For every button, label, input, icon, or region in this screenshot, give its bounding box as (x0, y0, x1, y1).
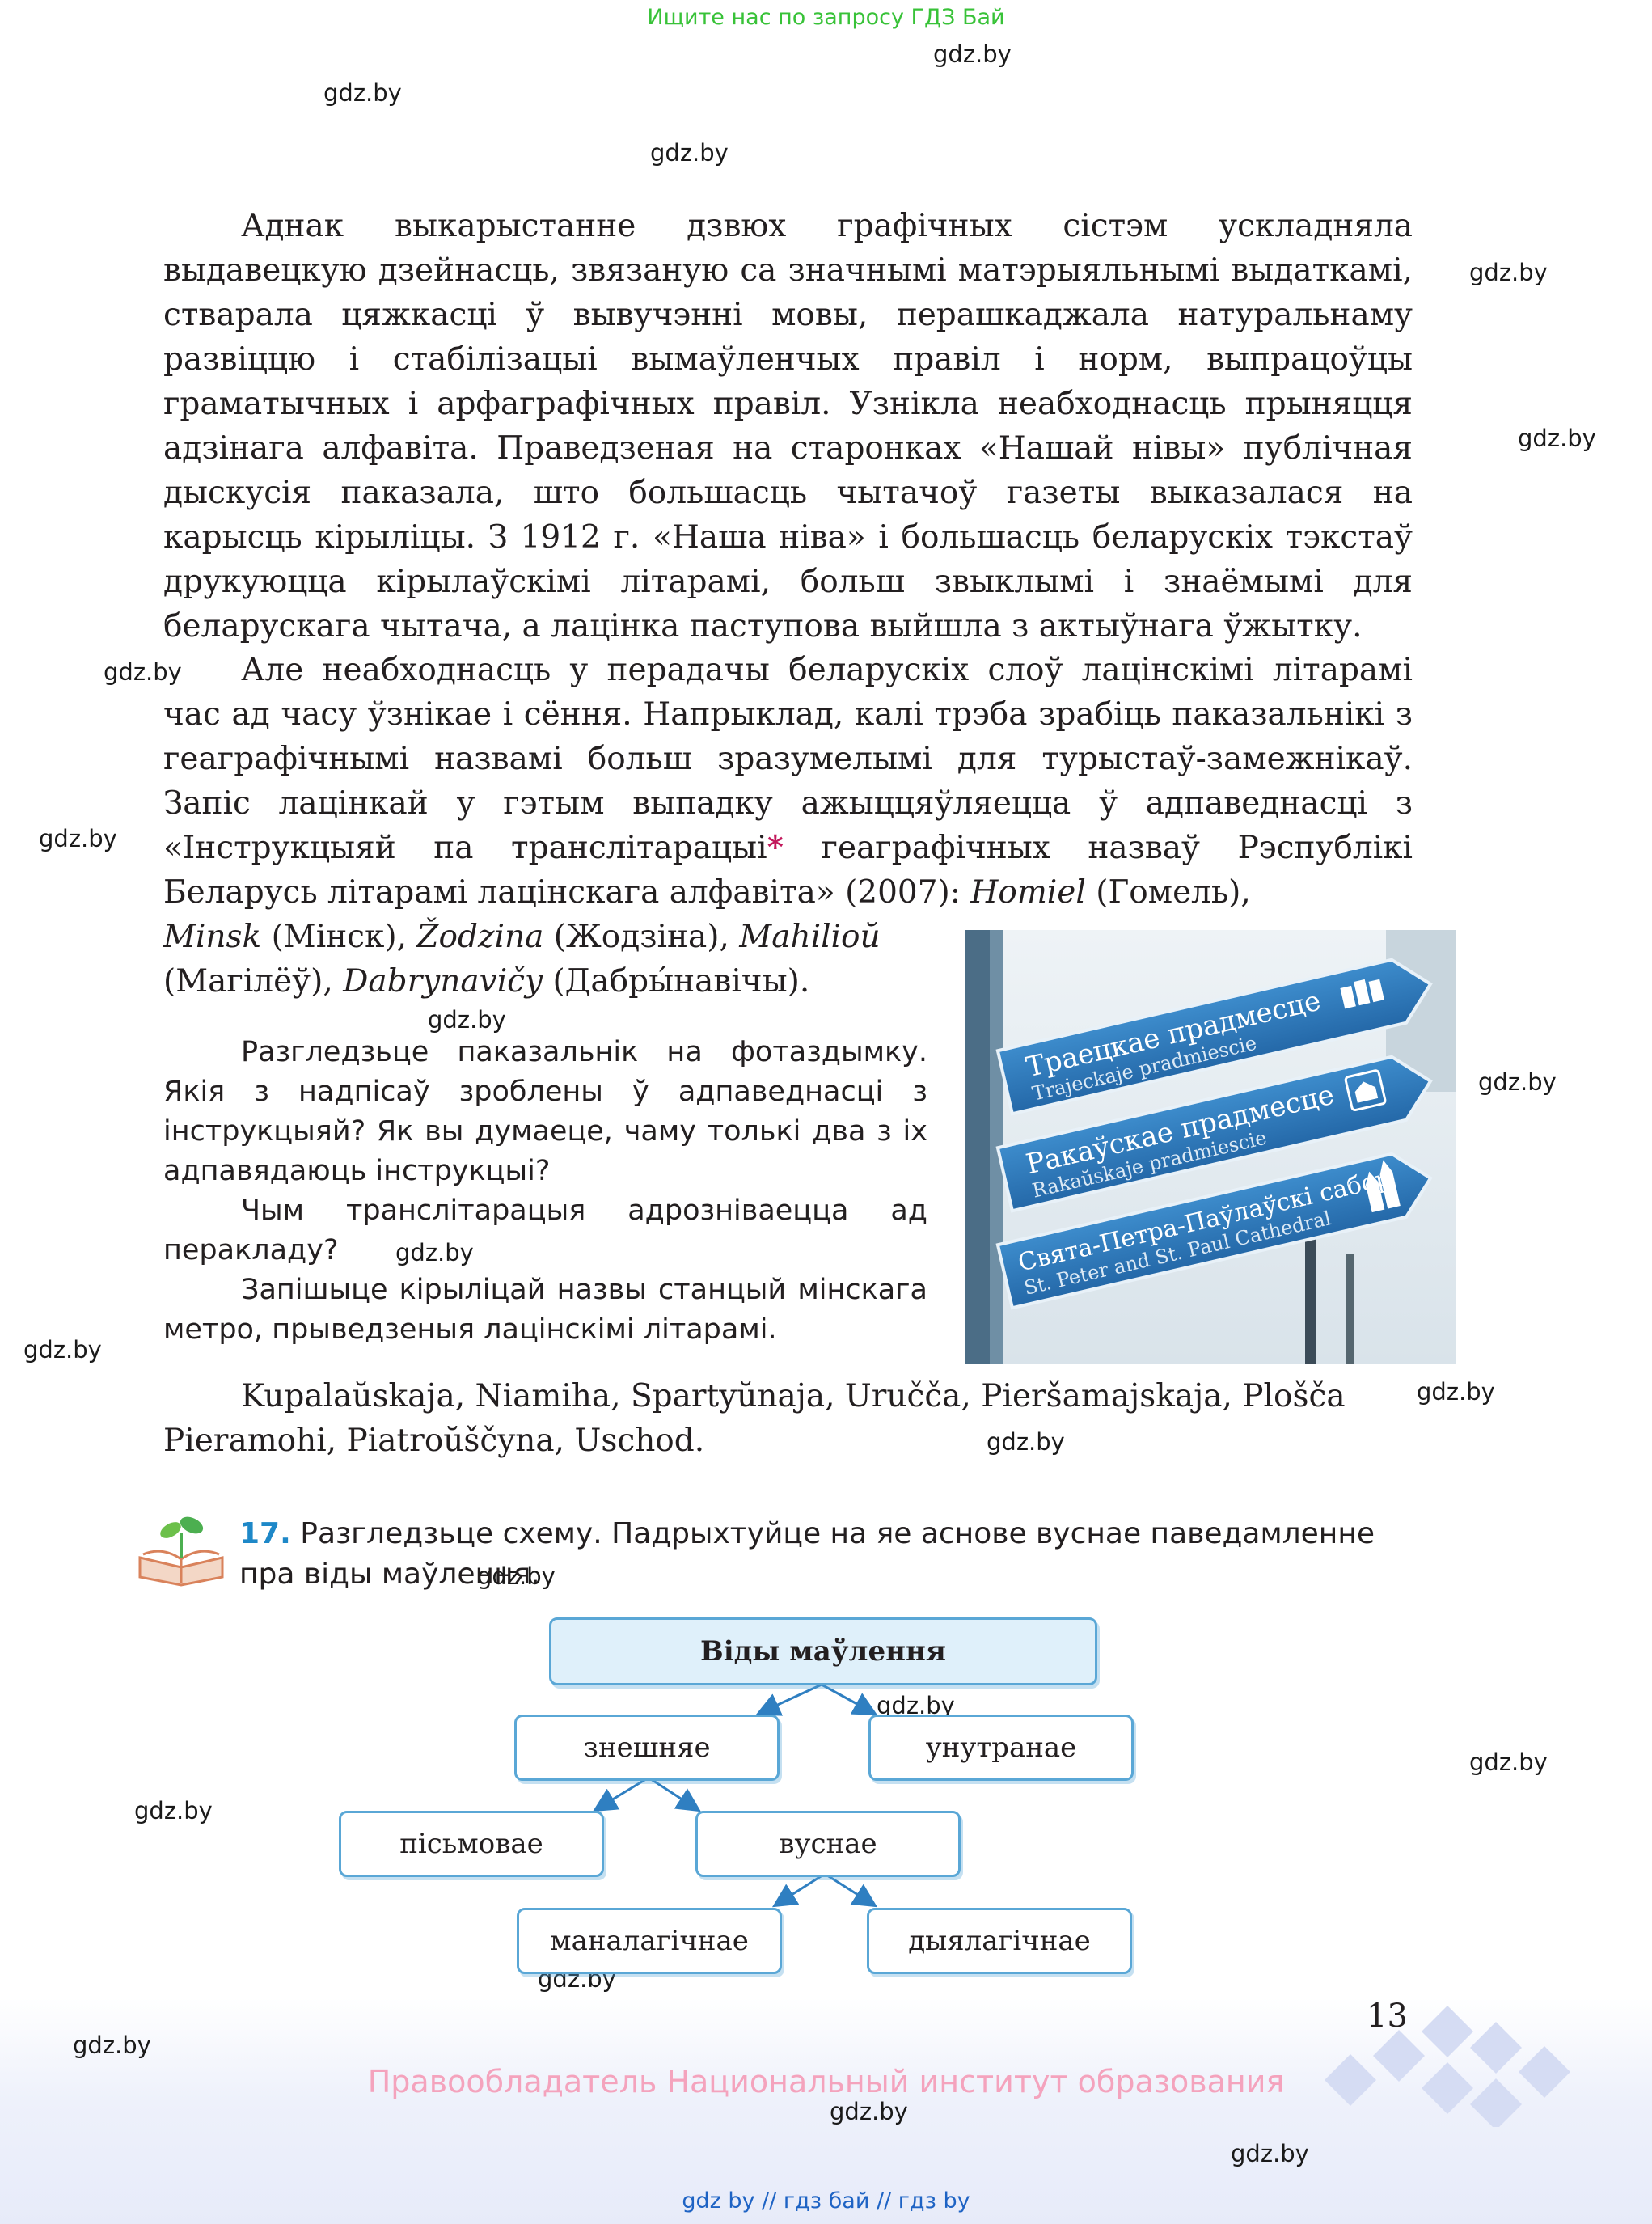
examples-line: Minsk (Мінск), Žodzina (Жодзіна), Mahili… (163, 915, 932, 959)
arrow (755, 1683, 822, 1716)
arrow (824, 1872, 878, 1908)
watermark: gdz.by (830, 2098, 908, 2125)
task-number: 17. (239, 1517, 291, 1550)
task-17: 17. Разгледзьце схему. Падрыхтуйце на яе… (239, 1514, 1412, 1595)
scheme-written: пісьмовае (339, 1811, 604, 1877)
watermark: gdz.by (39, 825, 117, 852)
watermark: gdz.by (1469, 1748, 1548, 1776)
cathedral-icon (1365, 1160, 1401, 1213)
watermark: gdz.by (1231, 2140, 1309, 2167)
paragraph-2-part: Але неабходнасць у перадачы беларускіх с… (163, 652, 1413, 866)
watermark: gdz.by (1417, 1378, 1495, 1406)
scheme-monologic: маналагічнае (517, 1908, 782, 1974)
signpost-illustration: Траецкае прадмесце Trajeckaje pradmiesci… (965, 930, 1456, 1364)
watermark: gdz.by (73, 2032, 151, 2059)
watermark: gdz.by (1518, 425, 1596, 452)
scheme-external: знешняе (514, 1715, 780, 1781)
example-latin: Minsk (163, 919, 262, 955)
footer-background (0, 1998, 1652, 2224)
example-cyrillic: (Дабры́навічы). (543, 963, 810, 1000)
scheme-internal: унутранае (868, 1715, 1134, 1781)
search-hint-banner[interactable]: Ищите нас по запросу ГДЗ Бай (647, 5, 1005, 30)
watermark: gdz.by (1469, 259, 1548, 286)
signpost-photo: Траецкае прадмесце Trajeckaje pradmiesci… (965, 930, 1456, 1364)
question-1: Разгледзьце паказальнік на фотаздымку. Я… (163, 1036, 927, 1187)
watermark: gdz.by (477, 1562, 556, 1590)
example-cyrillic: (Мінск), (261, 919, 408, 955)
example-latin: Mahilioŭ (739, 919, 881, 955)
metro-stations: Kupalaŭskaja, Niamiha, Spartyŭnaja, Uruč… (163, 1374, 1413, 1463)
paragraph-2: Але неабходнасць у перадачы беларускіх с… (163, 648, 1413, 915)
arrow (821, 1683, 878, 1715)
page-number: 13 (1367, 1998, 1408, 2035)
paragraph-2-part: геаграфічных назваў Рэспублікі Беларусь … (163, 830, 1413, 911)
watermark: gdz.by (987, 1428, 1065, 1456)
watermark: gdz.by (650, 139, 729, 167)
book-plant-icon (138, 1516, 224, 1587)
watermark: gdz.by (323, 79, 402, 107)
questions-block: Разгледзьце паказальнік на фотаздымку. Я… (163, 1033, 927, 1350)
examples-line: (Магілёў), Dabrynavičy (Дабры́навічы). (163, 959, 932, 1004)
paragraph-2-text: Але неабходнасць у перадачы беларускіх с… (163, 648, 1413, 915)
task-text: Разгледзьце схему. Падрыхтуйце на яе асн… (239, 1517, 1375, 1591)
arrow (648, 1776, 702, 1812)
example-cyrillic: (Жодзіна), (543, 919, 729, 955)
watermark: gdz.by (104, 658, 182, 686)
watermark: gdz.by (933, 40, 1012, 68)
watermark: gdz.by (1478, 1068, 1557, 1096)
watermark: gdz.by (23, 1336, 102, 1364)
copyright-notice: Правообладатель Национальный институт об… (367, 2064, 1285, 2099)
paragraph-2-continued: Minsk (Мінск), Žodzina (Жодзіна), Mahili… (163, 915, 932, 1004)
example-cyrillic: (Магілёў), (163, 963, 333, 1000)
watermark: gdz.by (395, 1239, 474, 1266)
question-3: Запішыце кірыліцай назвы станцый мінскаг… (163, 1274, 927, 1346)
metro-stations-text: Kupalaŭskaja, Niamiha, Spartyŭnaja, Uruč… (163, 1378, 1346, 1459)
example-cyrillic: (Гомель), (1085, 874, 1251, 911)
arrow (592, 1776, 649, 1812)
paragraph-1-text: Аднак выкарыстанне дзвюх графічных сістэ… (163, 208, 1413, 645)
watermark: gdz.by (428, 1006, 506, 1034)
example-latin: Žodzina (416, 919, 544, 955)
question-2: Чым транслітарацыя адрозніваецца ад пера… (163, 1194, 927, 1266)
example-latin: Dabrynavičy (343, 963, 543, 1000)
church-icon (1344, 1069, 1387, 1112)
bottom-links[interactable]: gdz by // гдз бай // гдз by (682, 2188, 970, 2213)
buildings-icon (1340, 979, 1384, 1009)
paragraph-1: Аднак выкарыстанне дзвюх графічных сістэ… (163, 204, 1413, 649)
diamond-decoration (1325, 2006, 1570, 2127)
example-latin: Homiel (970, 874, 1086, 911)
scheme-oral: вуснае (695, 1811, 961, 1877)
scheme-dialogic: дыялагічнае (867, 1908, 1132, 1974)
footnote-star: * (767, 829, 784, 866)
scheme-root: Віды маўлення (549, 1617, 1097, 1685)
watermark: gdz.by (134, 1797, 213, 1824)
arrow (771, 1872, 826, 1908)
